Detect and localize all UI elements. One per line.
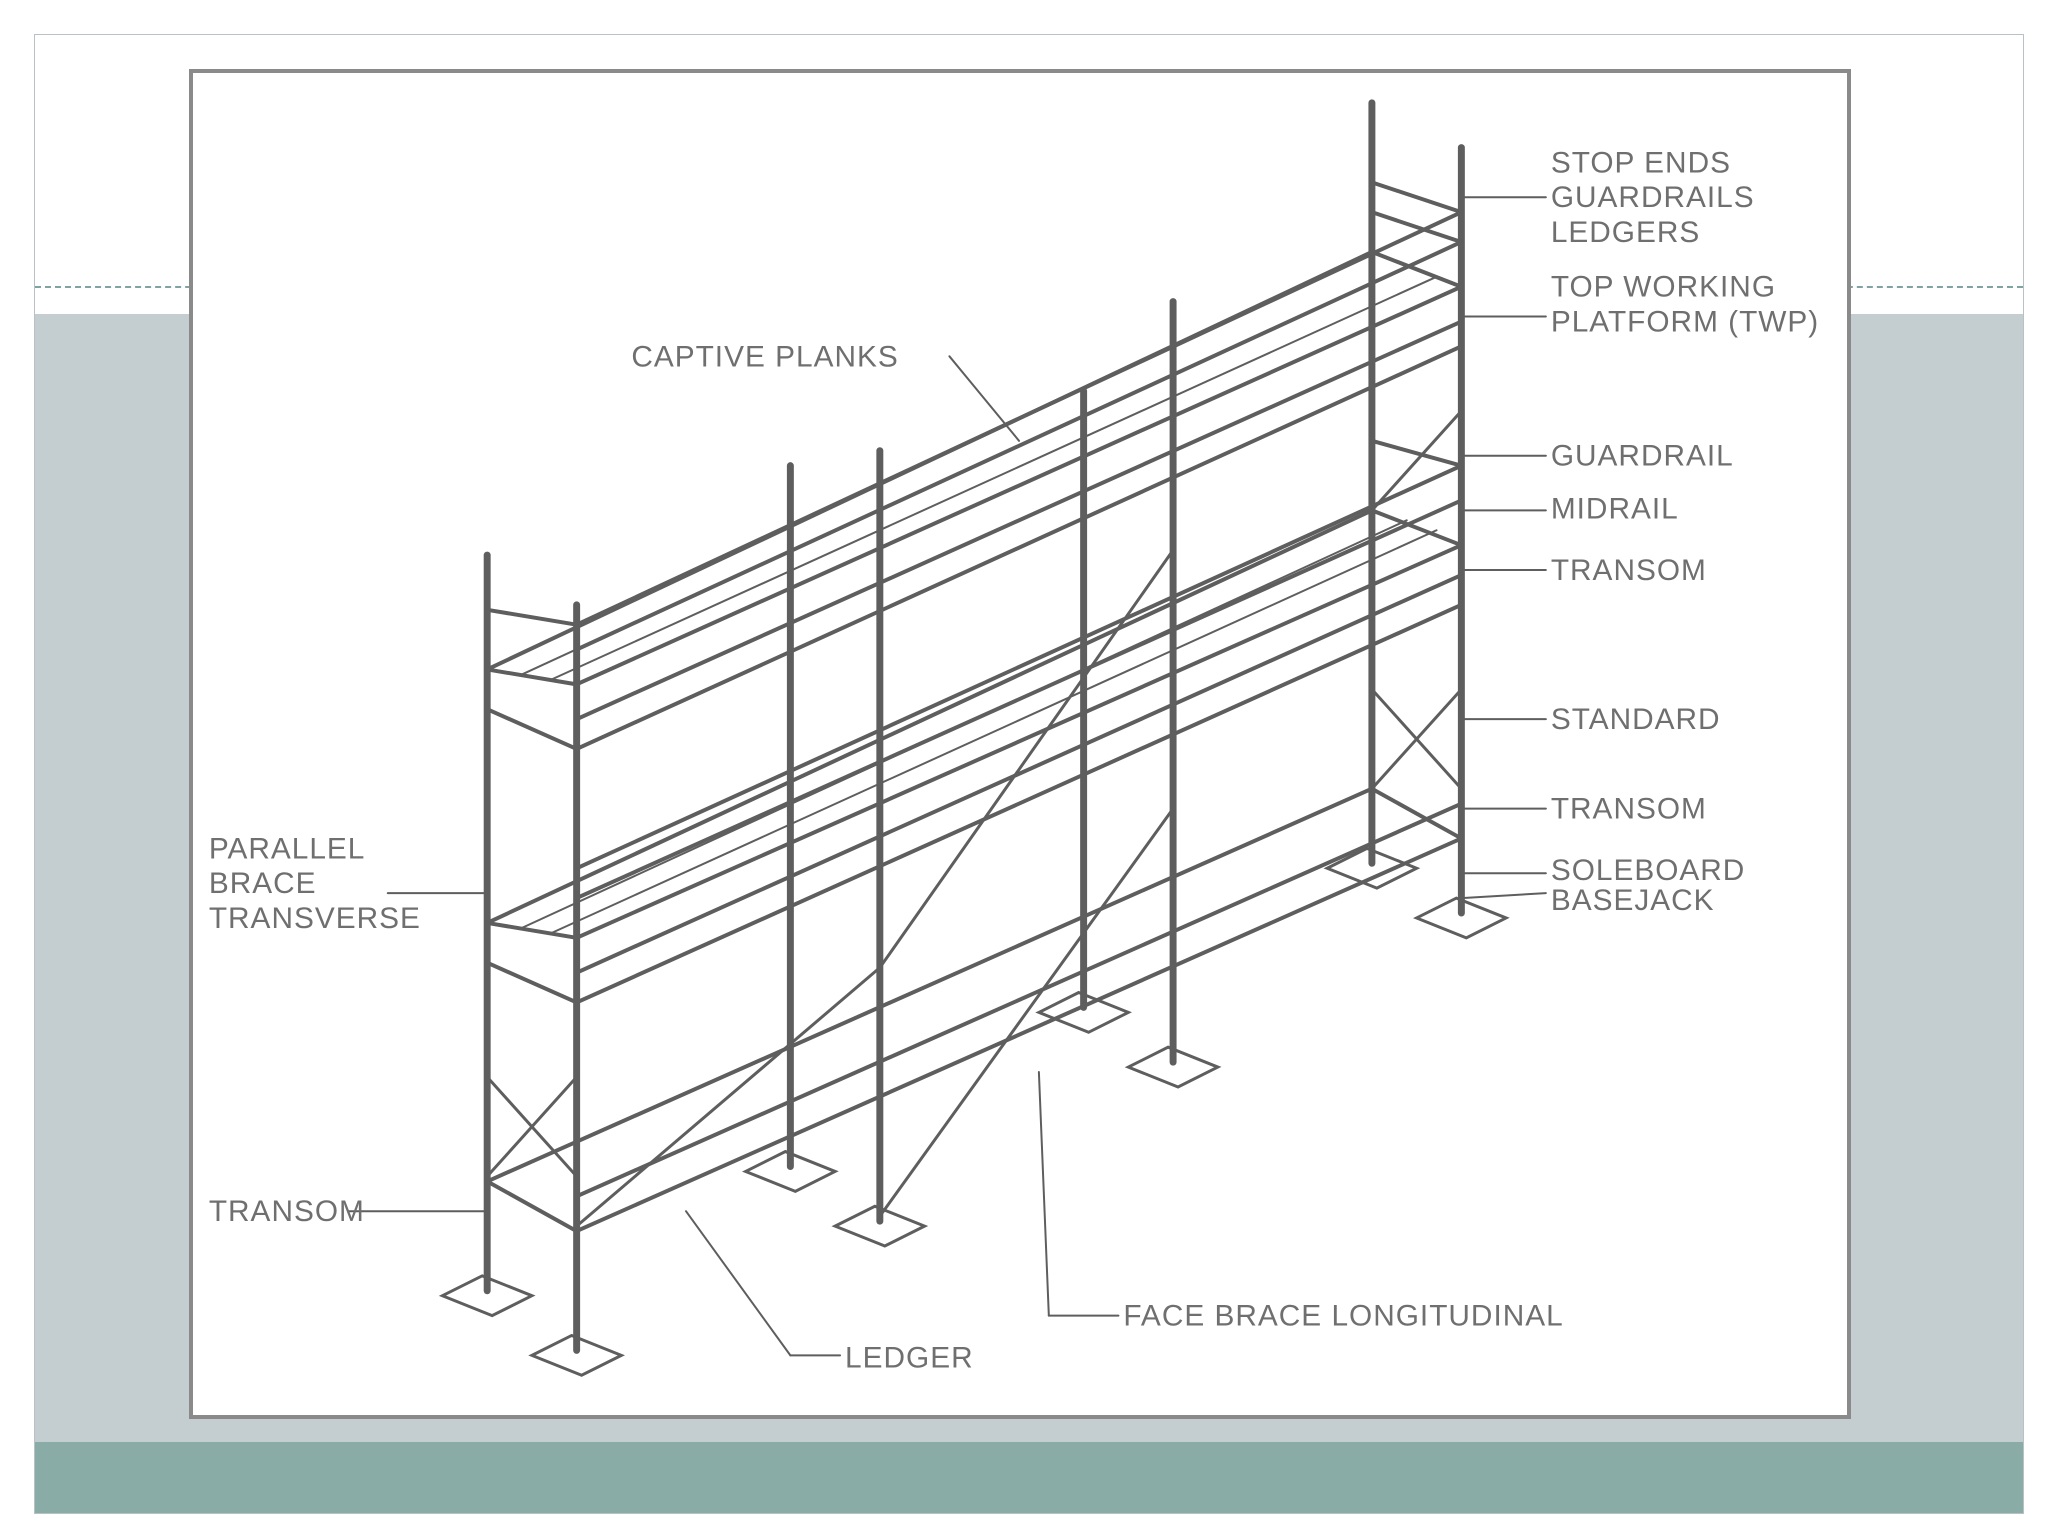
label-parallel: PARALLEL bbox=[209, 832, 366, 865]
scaffold-structure bbox=[347, 99, 1547, 1377]
label-guardrail: GUARDRAIL bbox=[1551, 440, 1734, 473]
label-transverse: TRANSVERSE bbox=[209, 902, 421, 935]
top-platform bbox=[485, 249, 1464, 751]
label-stop-ends: STOP ENDS bbox=[1551, 146, 1731, 179]
label-captive-planks: CAPTIVE PLANKS bbox=[631, 340, 898, 373]
label-brace: BRACE bbox=[209, 867, 317, 900]
diagram-labels: STOP ENDS GUARDRAILS LEDGERS TOP WORKING… bbox=[209, 146, 1819, 1374]
label-platform-twp: PLATFORM (TWP) bbox=[1551, 305, 1819, 338]
label-top-working: TOP WORKING bbox=[1551, 271, 1776, 304]
label-soleboard: SOLEBOARD bbox=[1551, 854, 1746, 887]
scaffold-diagram-image: STOP ENDS GUARDRAILS LEDGERS TOP WORKING… bbox=[189, 69, 1851, 1419]
label-face-brace: FACE BRACE LONGITUDINAL bbox=[1123, 1300, 1563, 1333]
label-ledgers: LEDGERS bbox=[1551, 216, 1700, 249]
mid-platform bbox=[485, 508, 1464, 1005]
scaffold-diagram: STOP ENDS GUARDRAILS LEDGERS TOP WORKING… bbox=[209, 99, 1819, 1377]
standards bbox=[483, 99, 1465, 1354]
slide-footer-band bbox=[35, 1442, 2023, 1513]
label-ledger: LEDGER bbox=[845, 1341, 974, 1374]
braces bbox=[485, 409, 1463, 1228]
label-transom-lower: TRANSOM bbox=[1551, 793, 1707, 826]
label-standard: STANDARD bbox=[1551, 703, 1721, 736]
label-guardrails: GUARDRAILS bbox=[1551, 181, 1755, 214]
label-transom-upper: TRANSOM bbox=[1551, 554, 1707, 587]
label-midrail: MIDRAIL bbox=[1551, 492, 1679, 525]
mid-guardrails bbox=[574, 438, 1464, 901]
label-transom-left: TRANSOM bbox=[209, 1195, 365, 1228]
top-guardrails bbox=[485, 180, 1464, 652]
bottom-ledgers bbox=[485, 786, 1464, 1234]
label-basejack: BASEJACK bbox=[1551, 884, 1715, 917]
leader-lines bbox=[347, 196, 1547, 1357]
slide: STOP ENDS GUARDRAILS LEDGERS TOP WORKING… bbox=[34, 34, 2024, 1514]
